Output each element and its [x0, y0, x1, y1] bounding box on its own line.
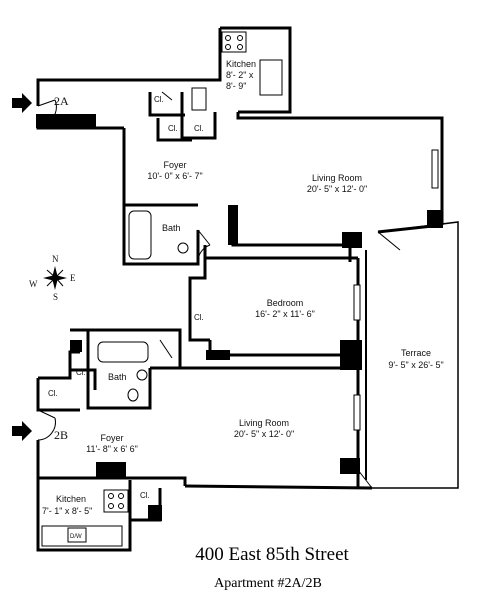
room-bedroom: Bedroom 16'- 2" x 11'- 6"	[255, 298, 315, 319]
entry-arrow-2a	[12, 93, 32, 113]
room-name: Living Room	[312, 173, 362, 183]
room-foyer-b: Foyer 11'- 8" x 6' 6"	[86, 433, 138, 454]
room-name: Terrace	[401, 348, 431, 358]
room-dims: 10'- 0" x 6'- 7"	[147, 171, 202, 181]
room-terrace: Terrace 9'- 5" x 26'- 5"	[388, 348, 443, 370]
compass-west: W	[29, 279, 38, 289]
room-bath-a: Bath	[162, 223, 181, 233]
wall-blocks	[36, 114, 443, 521]
room-name: Kitchen	[226, 59, 256, 69]
room-name: Kitchen	[56, 494, 86, 504]
room-name: Foyer	[163, 160, 186, 170]
closet-label: Cl.	[194, 124, 204, 133]
room-name: Foyer	[100, 433, 123, 443]
closet-label: Cl.	[76, 368, 86, 377]
room-name: Bedroom	[267, 298, 304, 308]
room-dims: 20'- 5" x 12'- 0"	[234, 429, 294, 439]
compass-east: E	[70, 273, 76, 283]
closet-label: Cl.	[194, 313, 204, 322]
closet-label: Cl.	[48, 389, 58, 398]
entry-arrows	[12, 93, 32, 441]
compass-north: N	[52, 254, 59, 264]
room-dims: 16'- 2" x 11'- 6"	[255, 309, 315, 319]
room-living-a: Living Room 20'- 5" x 12'- 0"	[307, 173, 367, 194]
compass-rose-icon: N S E W	[29, 254, 76, 302]
room-bath-b: Bath	[108, 372, 127, 382]
entry-arrow-2b	[12, 421, 32, 441]
room-name: Living Room	[239, 418, 289, 428]
apartment-2b	[36, 328, 373, 552]
room-living-b: Living Room 20'- 5" x 12'- 0"	[234, 418, 294, 439]
room-foyer-a: Foyer 10'- 0" x 6'- 7"	[147, 160, 202, 181]
dishwasher-label: D/W	[70, 534, 82, 540]
door-swings	[37, 91, 401, 489]
unit-label-2a: 2A	[54, 94, 69, 108]
closet-label: Cl.	[140, 491, 150, 500]
room-dims: 8'- 2" x	[226, 70, 254, 80]
fixtures	[41, 31, 283, 547]
room-dims: 9'- 5" x 26'- 5"	[388, 360, 443, 370]
unit-label-2b: 2B	[54, 428, 68, 442]
compass-south: S	[53, 292, 58, 302]
room-dims: 20'- 5" x 12'- 0"	[307, 184, 367, 194]
terrace-outline	[365, 221, 459, 489]
room-kitchen-a: Kitchen 8'- 2" x 8'- 9"	[226, 59, 256, 91]
windows	[353, 149, 439, 431]
room-kitchen-b: Kitchen 7'- 1" x 8'- 5"	[42, 494, 92, 516]
plan-subtitle: Apartment #2A/2B	[214, 576, 322, 591]
closet-label: Cl.	[168, 124, 178, 133]
room-dims: 11'- 8" x 6' 6"	[86, 444, 138, 454]
closet-label: Cl.	[154, 95, 164, 104]
room-dims: 7'- 1" x 8'- 5"	[42, 506, 92, 516]
plan-title: 400 East 85th Street	[195, 544, 349, 565]
room-dims: 8'- 9"	[226, 81, 246, 91]
